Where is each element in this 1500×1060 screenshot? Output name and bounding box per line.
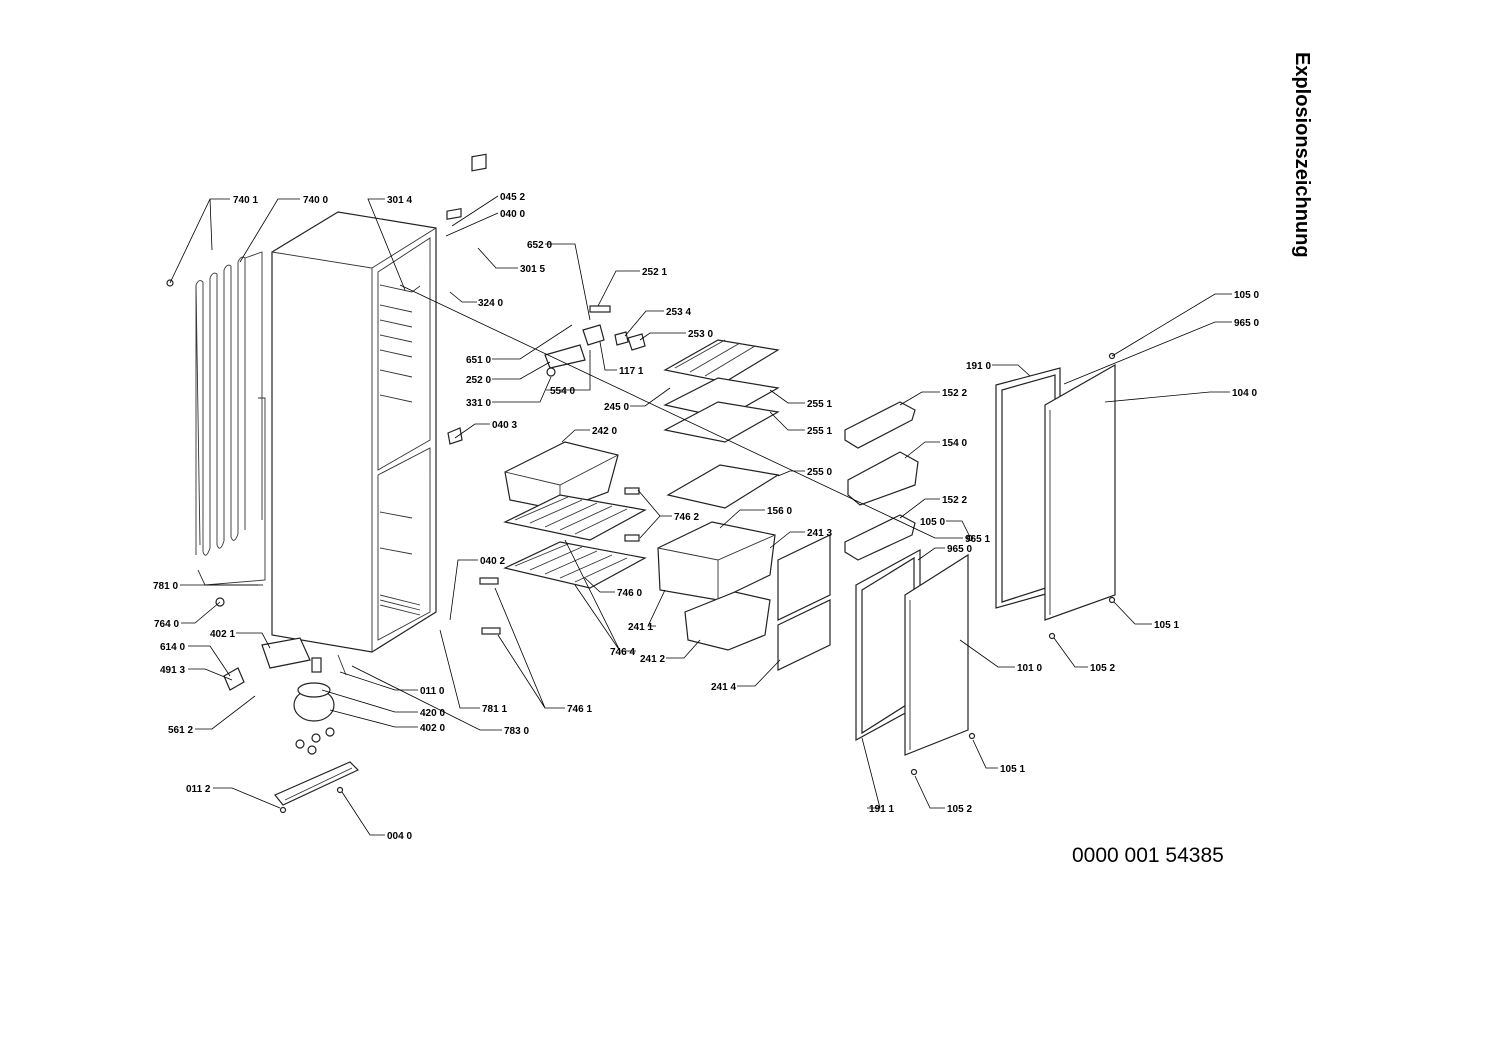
part-label-105-2-b: 105 2 — [947, 804, 972, 815]
part-label-783-0: 783 0 — [504, 726, 529, 737]
compressor-assembly — [166, 279, 360, 814]
part-label-242-0: 242 0 — [592, 426, 617, 437]
part-label-740-1: 740 1 — [233, 195, 258, 206]
part-label-253-4: 253 4 — [666, 307, 691, 318]
part-label-241-3: 241 3 — [807, 528, 832, 539]
cabinet — [271, 211, 437, 653]
doors — [855, 352, 1116, 776]
part-label-255-1-a: 255 1 — [807, 399, 832, 410]
crisper-drawers — [479, 441, 831, 671]
part-label-241-1: 241 1 — [628, 622, 653, 633]
part-label-324-0: 324 0 — [478, 298, 503, 309]
part-label-101-0: 101 0 — [1017, 663, 1042, 674]
part-label-746-2: 746 2 — [674, 512, 699, 523]
part-label-252-0: 252 0 — [466, 375, 491, 386]
part-label-241-2: 241 2 — [640, 654, 665, 665]
part-label-402-0: 402 0 — [420, 723, 445, 734]
part-label-004-0: 004 0 — [387, 831, 412, 842]
glass-shelves — [663, 339, 780, 509]
part-label-040-2: 040 2 — [480, 556, 505, 567]
door-shelves — [844, 401, 919, 561]
part-label-105-1-a: 105 1 — [1154, 620, 1179, 631]
part-label-255-1-b: 255 1 — [807, 426, 832, 437]
part-label-965-0-b: 965 0 — [947, 544, 972, 555]
part-label-746-4: 746 4 — [610, 647, 635, 658]
part-label-652-0: 652 0 — [527, 240, 552, 251]
part-label-402-1: 402 1 — [210, 629, 235, 640]
part-label-011-0: 011 0 — [420, 686, 445, 697]
part-label-154-0: 154 0 — [942, 438, 967, 449]
part-label-105-1-b: 105 1 — [1000, 764, 1025, 775]
condenser-coil — [195, 251, 266, 586]
drawing-title: Explosionszeichnung — [1291, 52, 1313, 258]
part-label-105-0-a: 105 0 — [1234, 290, 1259, 301]
part-label-152-2-a: 152 2 — [942, 388, 967, 399]
part-label-781-0: 781 0 — [153, 581, 178, 592]
part-label-040-0: 040 0 — [500, 209, 525, 220]
part-label-252-1: 252 1 — [642, 267, 667, 278]
part-label-554-0: 554 0 — [550, 386, 575, 397]
part-label-104-0: 104 0 — [1232, 388, 1257, 399]
part-label-117-1: 117 1 — [619, 366, 644, 377]
part-label-746-0: 746 0 — [617, 588, 642, 599]
part-label-241-4: 241 4 — [711, 682, 736, 693]
part-label-561-2: 561 2 — [168, 725, 193, 736]
part-label-781-1: 781 1 — [482, 704, 507, 715]
document-number: 0000 001 54385 — [1072, 844, 1224, 867]
part-label-740-0: 740 0 — [303, 195, 328, 206]
part-label-011-2: 011 2 — [186, 784, 211, 795]
part-label-191-0: 191 0 — [966, 361, 991, 372]
part-label-156-0: 156 0 — [767, 506, 792, 517]
part-label-191-1: 191 1 — [869, 804, 894, 815]
part-label-420-0: 420 0 — [420, 708, 445, 719]
part-label-245-0: 245 0 — [604, 402, 629, 413]
part-label-746-1: 746 1 — [567, 704, 592, 715]
part-label-301-4: 301 4 — [387, 195, 412, 206]
part-label-764-0: 764 0 — [154, 619, 179, 630]
part-label-301-5: 301 5 — [520, 264, 545, 275]
part-label-253-0: 253 0 — [688, 329, 713, 340]
small-components — [446, 153, 646, 445]
part-label-045-2: 045 2 — [500, 192, 525, 203]
part-label-965-0-a: 965 0 — [1234, 318, 1259, 329]
part-label-651-0: 651 0 — [466, 355, 491, 366]
leader-lines — [169, 195, 1232, 836]
part-label-105-2-a: 105 2 — [1090, 663, 1115, 674]
part-label-491-3: 491 3 — [160, 665, 185, 676]
part-label-255-0: 255 0 — [807, 467, 832, 478]
part-label-152-2-b: 152 2 — [942, 495, 967, 506]
part-label-040-3: 040 3 — [492, 420, 517, 431]
part-label-965-1: 965 1 — [965, 534, 990, 545]
part-label-331-0: 331 0 — [466, 398, 491, 409]
part-labels: 740 1 740 0 301 4 045 2 040 0 301 5 652 … — [153, 192, 1259, 842]
part-label-105-0-b: 105 0 — [920, 517, 945, 528]
part-label-614-0: 614 0 — [160, 642, 185, 653]
